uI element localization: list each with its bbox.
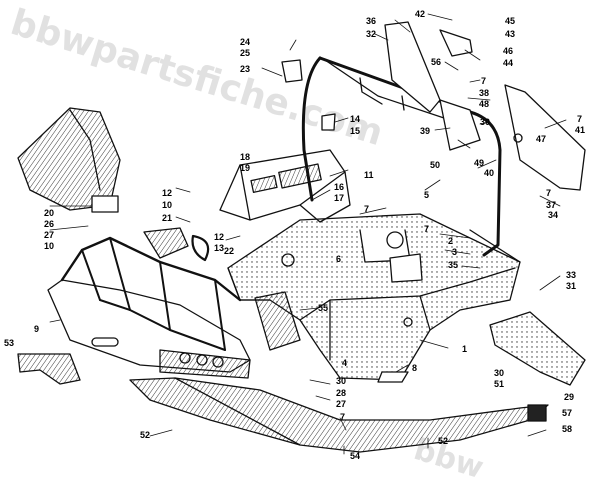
small-parts <box>17 59 586 422</box>
callout-26[interactable]: 26 <box>44 219 55 229</box>
callout-7-c[interactable]: 7 <box>546 188 552 198</box>
callout-27-a[interactable]: 27 <box>44 230 55 240</box>
upper-bracket <box>384 21 586 191</box>
callout-24[interactable]: 24 <box>240 37 251 47</box>
callout-5[interactable]: 5 <box>424 190 430 200</box>
callout-18[interactable]: 18 <box>240 152 251 162</box>
callout-10-b[interactable]: 10 <box>44 241 55 251</box>
callout-22[interactable]: 22 <box>224 246 235 256</box>
callout-56[interactable]: 56 <box>431 57 442 67</box>
callout-20[interactable]: 20 <box>44 208 55 218</box>
dash-console <box>219 149 351 223</box>
callout-7-b[interactable]: 7 <box>577 114 583 124</box>
callout-32[interactable]: 32 <box>366 29 377 39</box>
callout-45[interactable]: 45 <box>505 16 516 26</box>
callout-31[interactable]: 31 <box>566 281 577 291</box>
callout-21[interactable]: 21 <box>162 213 173 223</box>
callout-19[interactable]: 19 <box>240 163 251 173</box>
callout-27-b[interactable]: 27 <box>336 399 347 409</box>
callout-23[interactable]: 23 <box>240 64 251 74</box>
callout-14[interactable]: 14 <box>350 114 361 124</box>
callout-42[interactable]: 42 <box>415 9 426 19</box>
callout-39[interactable]: 39 <box>420 126 431 136</box>
callout-58[interactable]: 58 <box>562 424 573 434</box>
callout-3[interactable]: 3 <box>452 247 458 257</box>
callout-47[interactable]: 47 <box>536 134 547 144</box>
callout-11[interactable]: 11 <box>364 170 374 180</box>
callout-36[interactable]: 36 <box>366 16 377 26</box>
callout-7-f[interactable]: 7 <box>340 412 346 422</box>
callout-30-a[interactable]: 30 <box>480 117 491 127</box>
callout-9[interactable]: 9 <box>34 324 40 334</box>
callout-54[interactable]: 54 <box>350 451 361 461</box>
callout-51[interactable]: 51 <box>494 379 505 389</box>
callout-52-a[interactable]: 52 <box>140 430 151 440</box>
callout-6[interactable]: 6 <box>336 254 342 264</box>
callout-50[interactable]: 50 <box>430 160 441 170</box>
callout-1[interactable]: 1 <box>462 344 468 354</box>
callout-10-a[interactable]: 10 <box>162 200 173 210</box>
callout-38[interactable]: 38 <box>479 88 490 98</box>
callout-25[interactable]: 25 <box>240 48 251 58</box>
left-shield <box>17 107 121 213</box>
callout-57[interactable]: 57 <box>562 408 573 418</box>
front-bumper <box>47 236 251 379</box>
callout-43[interactable]: 43 <box>505 29 516 39</box>
callout-37[interactable]: 37 <box>546 200 557 210</box>
callout-29[interactable]: 29 <box>564 392 575 402</box>
callout-52-b[interactable]: 52 <box>438 436 449 446</box>
callout-12-a[interactable]: 12 <box>162 188 173 198</box>
callout-41[interactable]: 41 <box>575 125 586 135</box>
callout-7-a[interactable]: 7 <box>481 76 487 86</box>
callout-49[interactable]: 49 <box>474 158 485 168</box>
callout-48[interactable]: 48 <box>479 99 490 109</box>
callout-7-e[interactable]: 7 <box>424 224 430 234</box>
callout-55[interactable]: 55 <box>318 303 329 313</box>
callout-30-c[interactable]: 30 <box>494 368 505 378</box>
callout-44[interactable]: 44 <box>503 58 514 68</box>
callout-7-d[interactable]: 7 <box>364 204 370 214</box>
parts-drawing <box>17 13 586 455</box>
callout-35[interactable]: 35 <box>448 260 459 270</box>
callout-4[interactable]: 4 <box>342 358 348 368</box>
callout-8[interactable]: 8 <box>412 363 418 373</box>
callout-13[interactable]: 13 <box>214 243 225 253</box>
callout-33[interactable]: 33 <box>566 270 577 280</box>
callout-12-b[interactable]: 12 <box>214 232 225 242</box>
callout-17[interactable]: 17 <box>334 193 345 203</box>
callout-53[interactable]: 53 <box>4 338 15 348</box>
callout-46[interactable]: 46 <box>503 46 514 56</box>
leader-lines <box>49 13 567 455</box>
callout-16[interactable]: 16 <box>334 182 345 192</box>
callout-34[interactable]: 34 <box>548 210 559 220</box>
callout-28[interactable]: 28 <box>336 388 347 398</box>
callout-15[interactable]: 15 <box>350 126 361 136</box>
callout-40[interactable]: 40 <box>484 168 495 178</box>
exploded-parts-diagram: bbwpartsfiche.com bbw <box>4 2 586 486</box>
callout-2[interactable]: 2 <box>448 236 454 246</box>
callout-30-b[interactable]: 30 <box>336 376 347 386</box>
